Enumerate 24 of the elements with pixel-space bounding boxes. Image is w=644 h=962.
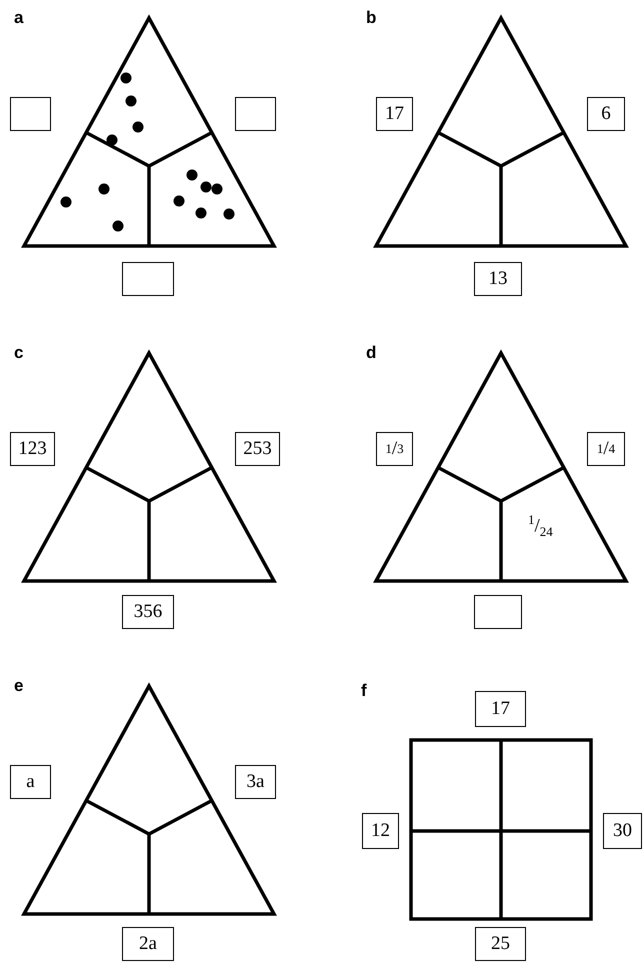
number-box: 123	[10, 432, 55, 466]
panel-letter: c	[14, 343, 24, 363]
number-box: 2a	[122, 927, 174, 961]
number-box: 30	[603, 813, 642, 849]
number-box: 356	[122, 595, 174, 629]
empty-box	[122, 262, 174, 296]
number-box: 17	[475, 691, 526, 727]
number-box: 3a	[235, 765, 276, 799]
number-box: 17	[376, 97, 413, 131]
panel-letter: d	[366, 343, 376, 363]
number-box: 253	[235, 432, 280, 466]
number-box: 13	[474, 262, 522, 296]
panel-letter: b	[366, 8, 376, 28]
panel-letter: a	[14, 8, 24, 28]
number-box: 25	[475, 927, 526, 961]
empty-box	[474, 595, 522, 629]
empty-box	[10, 97, 51, 131]
number-box: a	[10, 765, 51, 799]
number-box: 12	[362, 813, 399, 849]
fraction-label: $^{1}$/$_{24}$	[528, 512, 553, 540]
panel-letter: f	[361, 681, 367, 701]
panel-letter: e	[14, 676, 24, 696]
number-box: 6	[587, 97, 625, 131]
empty-box	[235, 97, 276, 131]
